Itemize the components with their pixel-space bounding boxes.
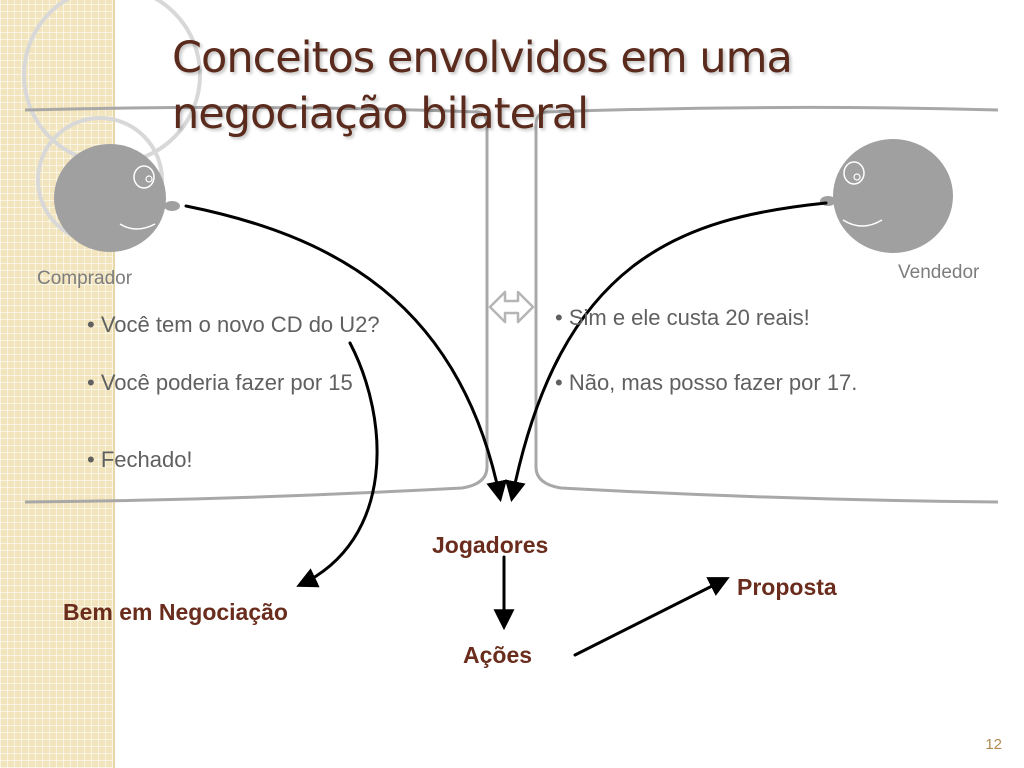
buyer-to-players-arrow: [184, 204, 507, 503]
seller-to-players-arrow: [505, 201, 828, 503]
divider-left-wall: [24, 125, 489, 504]
buyer-face-icon: [54, 144, 180, 252]
buyer-label: Comprador: [37, 268, 133, 289]
concept-good-in-negotiation: Bem em Negociação: [63, 599, 288, 625]
question-to-good-arrow: [296, 341, 379, 588]
concept-actions: Ações: [463, 642, 533, 668]
exchange-double-arrow-icon: [488, 290, 535, 324]
buyer-line-3: • Fechado!: [87, 447, 193, 472]
divider-right-wall: [534, 125, 999, 504]
seller-line-2: • Não, mas posso fazer por 17.: [555, 370, 858, 395]
divider-top-left: [24, 105, 489, 126]
buyer-line-1: • Você tem o novo CD do U2?: [87, 312, 380, 337]
actions-to-proposal-arrow: [573, 577, 730, 657]
slide-title: Conceitos envolvidos em uma negociação b…: [172, 33, 793, 139]
concept-players: Jogadores: [432, 532, 549, 558]
page-number: 12: [985, 736, 1002, 753]
stripe-edge-line: [113, 0, 115, 768]
negotiation-divider: [24, 105, 999, 504]
concept-proposal: Proposta: [737, 574, 837, 600]
buyer-line-2: • Você poderia fazer por 15: [87, 370, 353, 395]
divider-top-right: [534, 105, 999, 126]
seller-label: Vendedor: [898, 262, 980, 283]
seller-face-icon: [820, 139, 953, 253]
decorative-side-stripe: [0, 0, 113, 768]
seller-line-1: • Sim e ele custa 20 reais!: [555, 305, 810, 330]
